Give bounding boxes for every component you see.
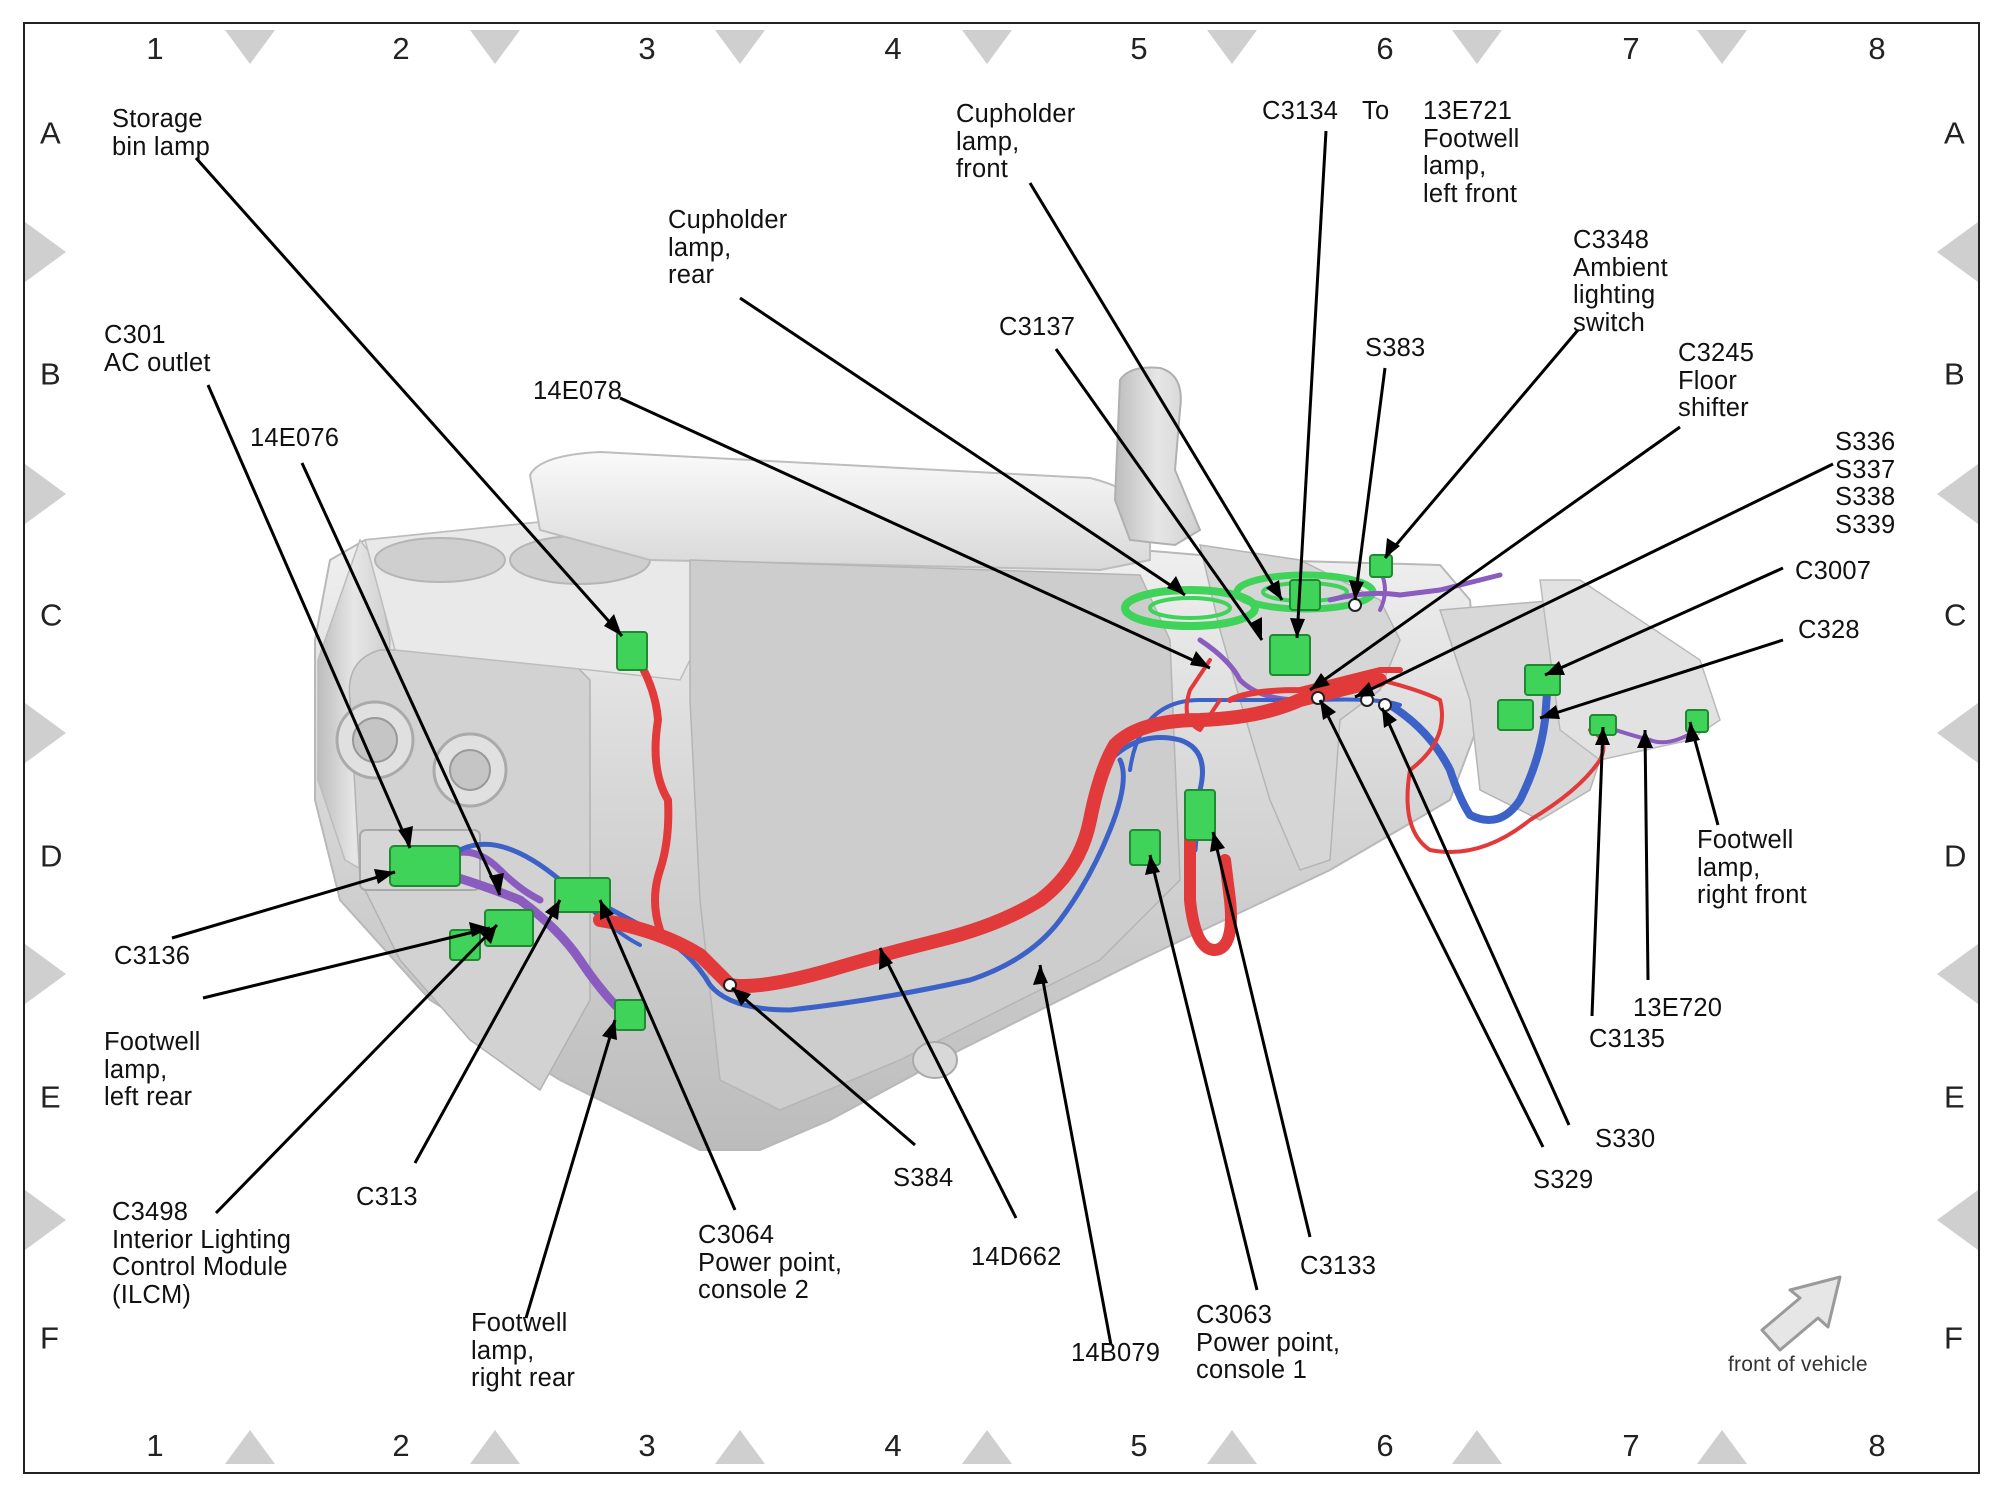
grid-markers <box>25 30 1978 1464</box>
harness-purple <box>425 568 1702 1015</box>
grid-col-bottom-2: 2 <box>392 1428 410 1463</box>
connector-c3134 <box>1289 579 1321 611</box>
grid-row-left-e: E <box>40 1079 61 1115</box>
grid-row-left-f: F <box>40 1320 59 1356</box>
label-c3063-power-point-console-1: C3063 Power point, console 1 <box>1196 1301 1341 1384</box>
grid-row-right-f: F <box>1944 1320 1963 1356</box>
connector-c328 <box>1497 699 1534 731</box>
label-storage-bin-lamp: Storage bin lamp <box>112 105 210 161</box>
connector-c3137 <box>1269 634 1311 676</box>
label-14d662: 14D662 <box>971 1243 1062 1271</box>
diagram-frame <box>23 22 1980 1474</box>
splice-s383 <box>1348 598 1362 612</box>
leader-lines <box>171 130 1834 1346</box>
connector-storage-bin-lamp <box>616 631 648 671</box>
connector-c3063 <box>1129 829 1161 866</box>
label-c328: C328 <box>1798 616 1860 644</box>
front-of-vehicle-arrow-icon <box>1760 1275 1842 1352</box>
grid-row-right-d: D <box>1944 838 1967 874</box>
grid-col-bottom-3: 3 <box>638 1428 656 1463</box>
connector-c3064 <box>554 877 611 913</box>
leader-arrowheads <box>374 538 1700 1040</box>
grid-row-left-a: A <box>40 115 61 151</box>
label-front-of-vehicle: front of vehicle <box>1728 1353 1868 1376</box>
grid-row-left-b: B <box>40 356 61 392</box>
connector-c3133 <box>1184 789 1216 841</box>
label-c301-ac-outlet: C301 AC outlet <box>104 321 211 377</box>
connectors <box>389 554 1709 1031</box>
label-c3498-ilcm: C3498 Interior Lighting Control Module (… <box>112 1198 292 1309</box>
label-to: To <box>1362 97 1390 125</box>
grid-row-right-c: C <box>1944 597 1967 633</box>
label-s329: S329 <box>1533 1166 1594 1194</box>
label-splices-s336-s339: S336 S337 S338 S339 <box>1835 428 1896 539</box>
connector-footwell-right-rear <box>614 999 646 1031</box>
label-c3133: C3133 <box>1300 1252 1377 1280</box>
splice-s330 <box>1378 698 1392 712</box>
grid-col-bottom-7: 7 <box>1622 1428 1640 1463</box>
grid-col-top-5: 5 <box>1130 31 1148 66</box>
label-c3136: C3136 <box>114 942 191 970</box>
connector-c3348 <box>1369 554 1393 578</box>
label-14e078: 14E078 <box>533 377 623 405</box>
label-c3135: C3135 <box>1589 1025 1666 1053</box>
label-footwell-lamp-right-rear: Footwell lamp, right rear <box>471 1309 576 1392</box>
label-c3064-power-point-console-2: C3064 Power point, console 2 <box>698 1221 843 1304</box>
grid-row-right-b: B <box>1944 356 1965 392</box>
label-c3134: C3134 <box>1262 97 1339 125</box>
grid-col-bottom-4: 4 <box>884 1428 902 1463</box>
label-14b079: 14B079 <box>1071 1339 1161 1367</box>
label-c3137: C3137 <box>999 313 1076 341</box>
grid-col-top-1: 1 <box>146 31 164 66</box>
connector-c301 <box>389 845 461 887</box>
grid-col-top-4: 4 <box>884 31 902 66</box>
label-cupholder-lamp-front: Cupholder lamp, front <box>956 100 1076 183</box>
grid-row-right-e: E <box>1944 1079 1965 1115</box>
grid-col-bottom-5: 5 <box>1130 1428 1148 1463</box>
grid-col-top-3: 3 <box>638 31 656 66</box>
grid-col-top-7: 7 <box>1622 31 1640 66</box>
grid-col-top-2: 2 <box>392 31 410 66</box>
grid-col-bottom-6: 6 <box>1376 1428 1394 1463</box>
label-footwell-lamp-right-front: Footwell lamp, right front <box>1697 826 1807 909</box>
label-c3007: C3007 <box>1795 557 1872 585</box>
label-cupholder-lamp-rear: Cupholder lamp, rear <box>668 206 788 289</box>
label-13e721-footwell-left-front: 13E721 Footwell lamp, left front <box>1423 97 1520 208</box>
label-s330: S330 <box>1595 1125 1656 1153</box>
grid-col-top-8: 8 <box>1868 31 1886 66</box>
label-c3245-floor-shifter: C3245 Floor shifter <box>1678 339 1755 422</box>
grid-col-top-6: 6 <box>1376 31 1394 66</box>
grid-col-bottom-1: 1 <box>146 1428 164 1463</box>
grid-col-bottom-8: 8 <box>1868 1428 1886 1463</box>
connector-c3136 <box>449 929 481 961</box>
label-14e076: 14E076 <box>250 424 340 452</box>
label-13e720: 13E720 <box>1633 994 1723 1022</box>
grid-row-left-c: C <box>40 597 63 633</box>
grid-row-left-d: D <box>40 838 63 874</box>
label-footwell-lamp-left-rear: Footwell lamp, left rear <box>104 1028 201 1111</box>
label-s383: S383 <box>1365 334 1426 362</box>
label-c313: C313 <box>356 1183 418 1211</box>
label-s384: S384 <box>893 1164 954 1192</box>
label-c3348-ambient-lighting-switch: C3348 Ambient lighting switch <box>1573 226 1668 337</box>
grid-row-right-a: A <box>1944 115 1965 151</box>
